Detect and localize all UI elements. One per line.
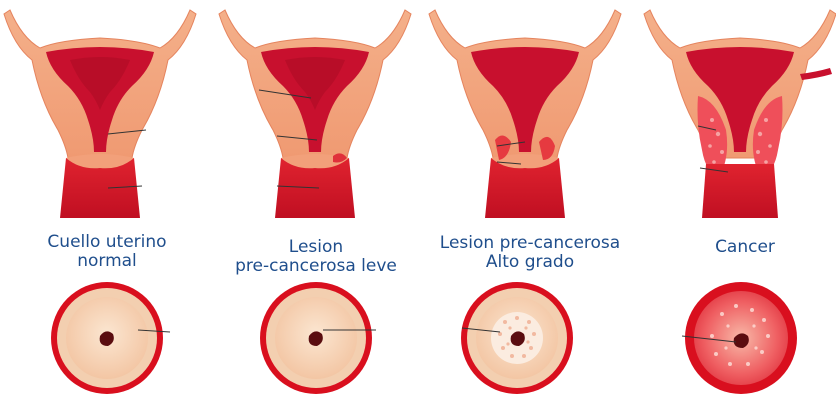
stage-label-leve-line1: Lesion [216, 238, 416, 257]
stage-label-leve-line2: pre-cancerosa leve [216, 257, 416, 276]
cervix-face-alto [461, 282, 573, 394]
stage-label-leve: Lesion pre-cancerosa leve [216, 238, 416, 276]
cervix-face-normal [51, 282, 170, 394]
stage-label-normal: Cuello uterino normal [22, 233, 192, 271]
uterus-illustration-alto [429, 10, 621, 218]
stage-label-cancer-line1: Cancer [690, 238, 800, 257]
uterus-illustration-normal [4, 10, 196, 218]
stage-label-cancer: Cancer [690, 238, 800, 257]
stage-label-normal-line2: normal [22, 252, 192, 271]
stage-label-alto: Lesion pre-cancerosa Alto grado [420, 234, 640, 272]
cervix-face-cancer [682, 282, 797, 394]
uterus-illustration-leve [219, 10, 411, 218]
cervix-face-leve [260, 282, 376, 394]
stage-label-alto-line1: Lesion pre-cancerosa [420, 234, 640, 253]
stage-label-alto-line2: Alto grado [420, 253, 640, 272]
stage-label-normal-line1: Cuello uterino [22, 233, 192, 252]
uterus-illustration-cancer [644, 10, 836, 218]
